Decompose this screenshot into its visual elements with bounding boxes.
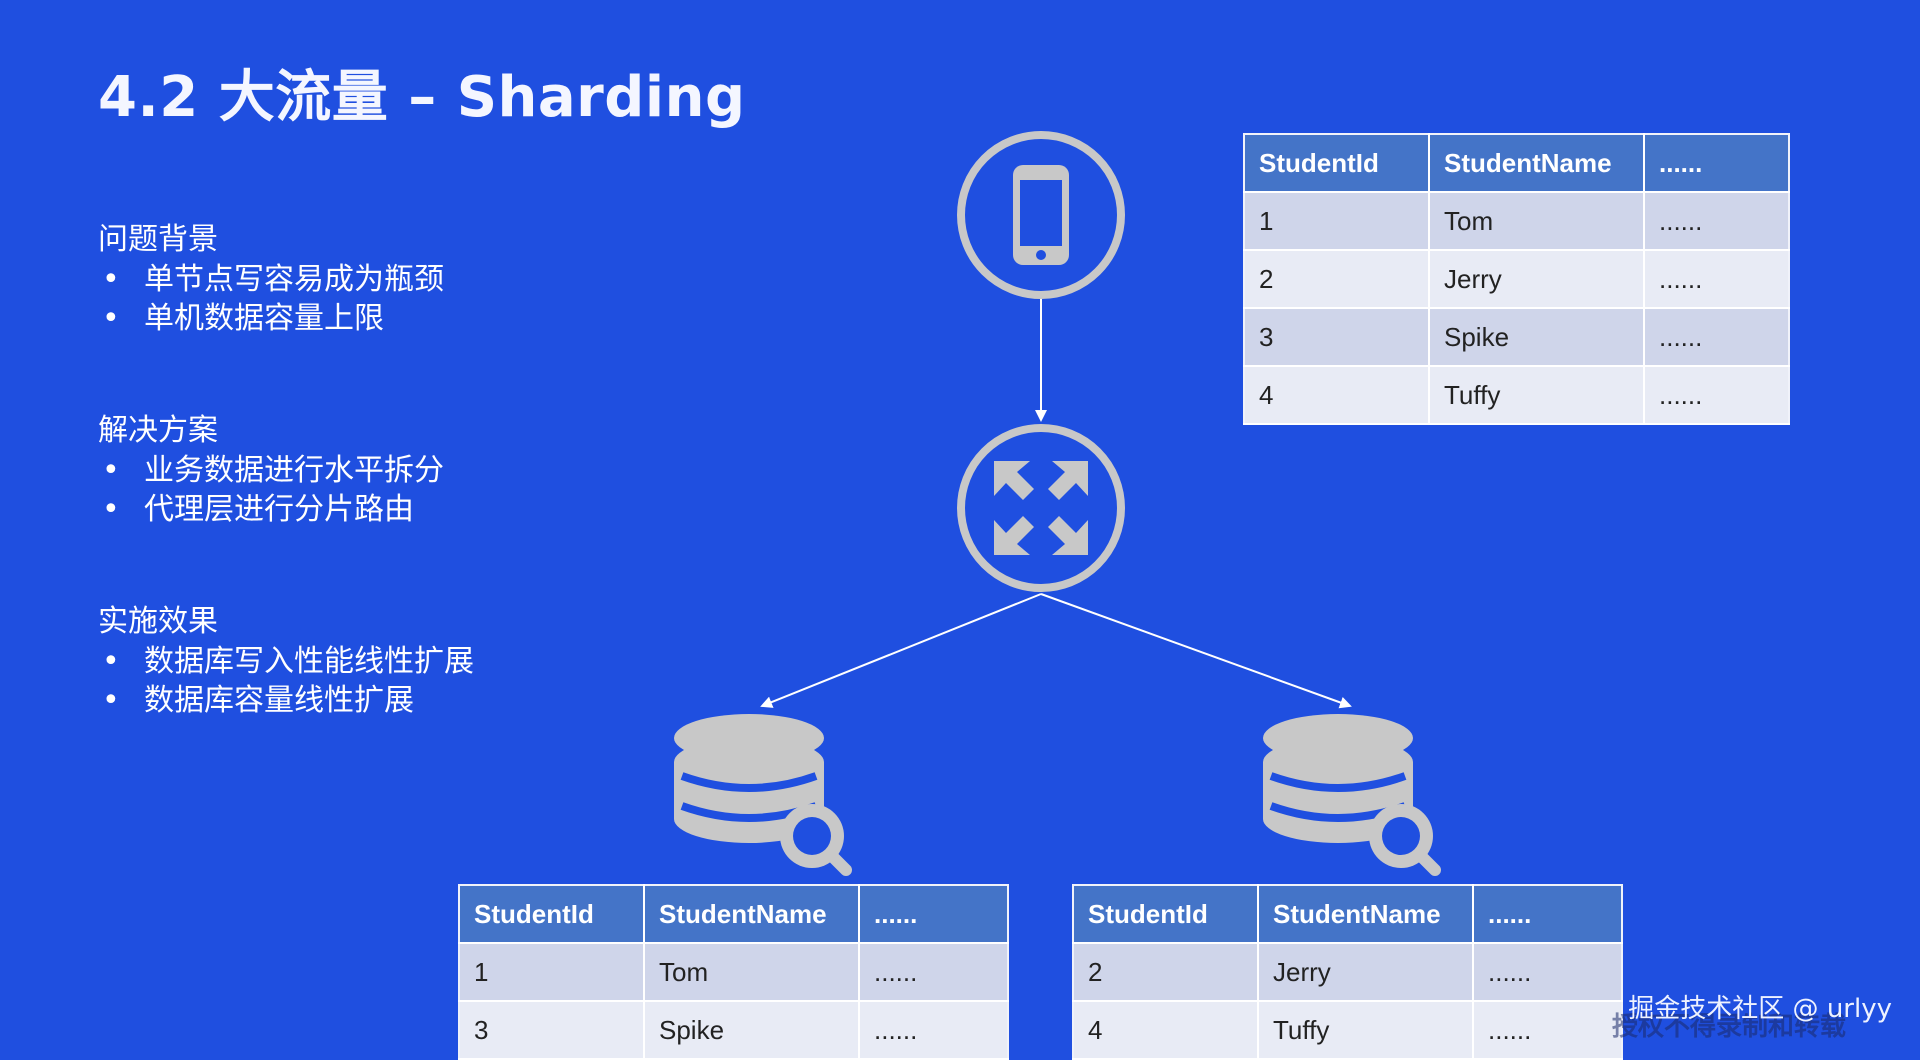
cell: Jerry [1258,943,1474,1002]
header-more: ...... [859,885,1008,944]
table-header-row: StudentId StudentName ...... [1073,885,1622,944]
page-title: 4.2 大流量 – Sharding [98,65,746,130]
table-header-row: StudentId StudentName ...... [1244,134,1789,193]
table-header-row: StudentId StudentName ...... [459,885,1008,944]
cell: 1 [459,943,645,1002]
router-arrows-icon [957,424,1125,592]
header-more: ...... [1473,885,1622,944]
bullet-dot: • [102,683,120,718]
list-item: •数据库写入性能线性扩展 [102,644,474,679]
cell: 1 [1244,192,1430,251]
header-studentid: StudentId [459,885,645,944]
cell: Tom [644,943,860,1002]
database-search-icon [1263,714,1441,876]
header-studentid: StudentId [1073,885,1259,944]
list-item: •单节点写容易成为瓶颈 [102,262,444,297]
bullet-dot: • [102,301,120,336]
header-studentid: StudentId [1244,134,1430,193]
bullet-dot: • [102,492,120,527]
watermark: 掘金技术社区 @ urlyy [1628,994,1892,1024]
header-more: ...... [1644,134,1789,193]
cell: ...... [1473,943,1622,1002]
cell: 3 [459,1001,645,1060]
cell: ...... [1644,366,1789,425]
section-heading: 解决方案 [98,413,218,448]
cell: 3 [1244,308,1430,367]
cell: Tom [1429,192,1645,251]
mobile-phone-icon [957,131,1125,299]
section-heading: 实施效果 [98,604,218,639]
bullet-dot: • [102,644,120,679]
list-item: •业务数据进行水平拆分 [102,453,444,488]
connector-proxy-shard2 [1040,593,1352,709]
section-result: 实施效果 •数据库写入性能线性扩展 •数据库容量线性扩展 [98,602,474,720]
cell: Spike [644,1001,860,1060]
section-problem: 问题背景 •单节点写容易成为瓶颈 •单机数据容量上限 [98,220,444,338]
cell: 4 [1244,366,1430,425]
header-studentname: StudentName [1429,134,1645,193]
bullet-list: •数据库写入性能线性扩展 •数据库容量线性扩展 [98,642,474,720]
cell: ...... [1644,308,1789,367]
bullet-dot: • [102,262,120,297]
header-studentname: StudentName [644,885,860,944]
cell: ...... [859,1001,1008,1060]
cell: 4 [1073,1001,1259,1060]
section-heading: 问题背景 [98,222,218,257]
list-item: •代理层进行分片路由 [102,492,414,527]
bullet-list: •单节点写容易成为瓶颈 •单机数据容量上限 [98,260,444,338]
cell: ...... [859,943,1008,1002]
section-solution: 解决方案 •业务数据进行水平拆分 •代理层进行分片路由 [98,411,444,529]
header-studentname: StudentName [1258,885,1474,944]
connector-proxy-shard1 [760,593,1042,708]
cell: ...... [1473,1001,1622,1060]
database-search-icon [674,714,852,876]
cell: 2 [1073,943,1259,1002]
list-item: •单机数据容量上限 [102,301,384,336]
cell: Jerry [1429,250,1645,309]
copyright-notice: 授权不得录制和转载 [1612,1012,1847,1042]
cell: 2 [1244,250,1430,309]
cell: Tuffy [1258,1001,1474,1060]
cell: ...... [1644,192,1789,251]
bullet-dot: • [102,453,120,488]
cell: Spike [1429,308,1645,367]
bullet-list: •业务数据进行水平拆分 •代理层进行分片路由 [98,451,444,529]
cell: Tuffy [1429,366,1645,425]
cell: ...... [1644,250,1789,309]
list-item: •数据库容量线性扩展 [102,683,414,718]
